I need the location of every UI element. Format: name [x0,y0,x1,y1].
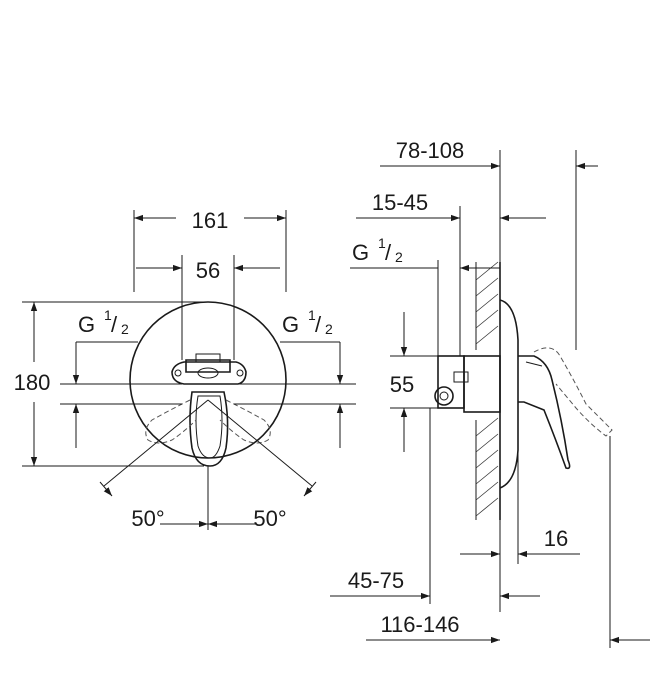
ghost-handle-side [533,347,613,437]
svg-text:1: 1 [104,307,112,323]
dim-15-45: 15-45 [372,190,428,215]
svg-text:/: / [111,312,118,337]
valve-body [434,299,571,489]
angle-left: 50° [131,506,164,531]
svg-text:2: 2 [121,321,129,337]
thread-label-right: G 1 / 2 [282,307,333,337]
escutcheon-plate [129,301,287,459]
dim-56: 56 [196,258,220,283]
svg-text:1: 1 [308,307,316,323]
svg-text:2: 2 [395,249,403,265]
angle-right: 50° [253,506,286,531]
svg-text:G: G [78,312,95,337]
dim-55: 55 [390,372,414,397]
dim-45-75: 45-75 [348,568,404,593]
svg-text:/: / [315,312,322,337]
dim-116-146: 116-146 [380,612,459,637]
svg-text:2: 2 [325,321,333,337]
svg-text:/: / [385,240,392,265]
dim-16: 16 [544,526,568,551]
wall-hatch [475,261,501,520]
dim-161: 161 [192,208,229,233]
ghost-handle-left [145,399,197,444]
svg-text:1: 1 [378,235,386,251]
side-view: 78-108 15-45 G 1 / 2 55 16 45-75 [330,138,650,648]
ghost-handle-right [219,399,271,444]
front-view: 161 56 180 G 1 / 2 G [14,208,356,531]
lever-handle [171,353,247,467]
thread-label-side: G 1 / 2 [352,235,403,265]
dim-180: 180 [14,370,51,395]
svg-text:G: G [352,240,369,265]
thread-label-left: G 1 / 2 [78,307,129,337]
dim-78-108: 78-108 [396,138,465,163]
svg-text:G: G [282,312,299,337]
